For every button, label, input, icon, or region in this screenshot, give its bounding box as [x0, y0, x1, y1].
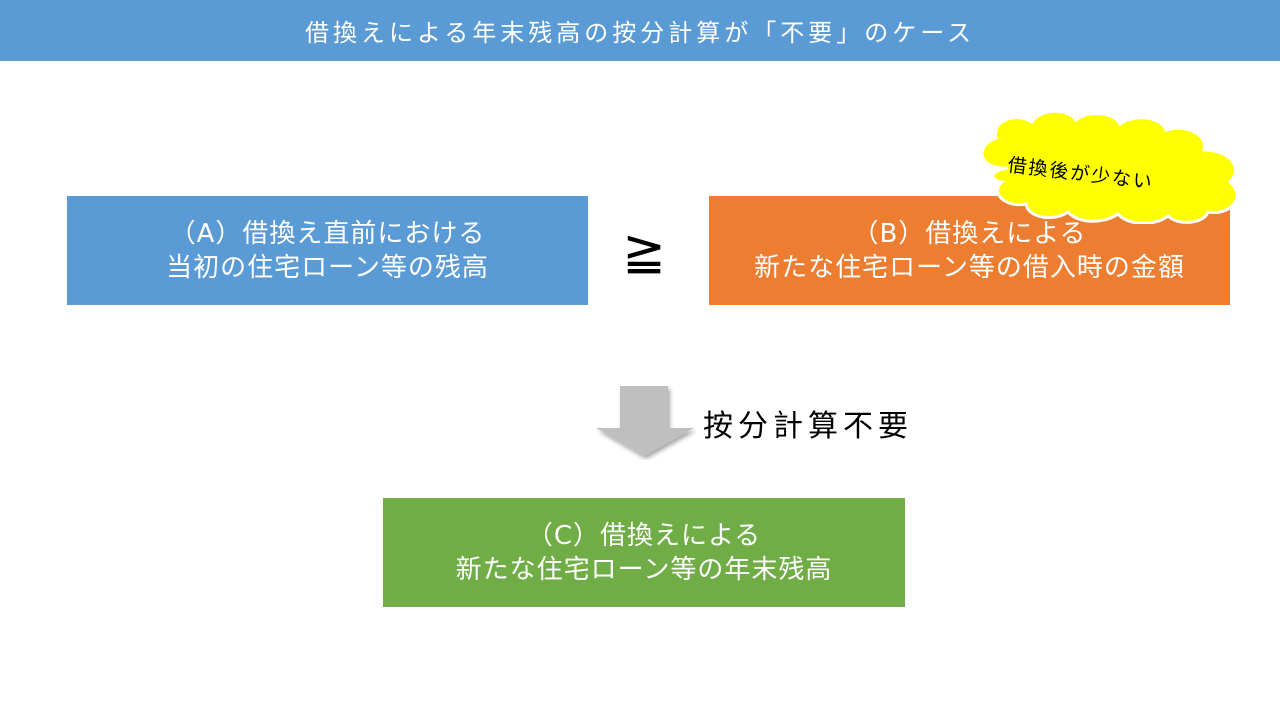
greater-equal-symbol: ≧ — [622, 222, 666, 282]
box-c-line1: （C）借換えによる — [526, 520, 762, 551]
box-c-year-end-balance: （C）借換えによる 新たな住宅ローン等の年末残高 — [383, 498, 905, 607]
box-a-original-balance: （A）借換え直前における 当初の住宅ローン等の残高 — [67, 196, 588, 305]
arrow-label-no-apportionment: 按分計算不要 — [703, 409, 913, 444]
down-arrow-icon — [596, 386, 694, 456]
box-a-line1: （A）借換え直前における — [169, 218, 486, 249]
box-a-line2: 当初の住宅ローン等の残高 — [166, 252, 489, 283]
box-c-line2: 新たな住宅ローン等の年末残高 — [455, 554, 833, 585]
cloud-callout-shape — [980, 109, 1239, 224]
box-b-line1: （B）借換えによる — [852, 218, 1087, 249]
title-bar: 借換えによる年末残高の按分計算が「不要」のケース — [0, 0, 1280, 61]
box-b-line2: 新たな住宅ローン等の借入時の金額 — [754, 252, 1185, 283]
slide-title: 借換えによる年末残高の按分計算が「不要」のケース — [304, 19, 976, 47]
